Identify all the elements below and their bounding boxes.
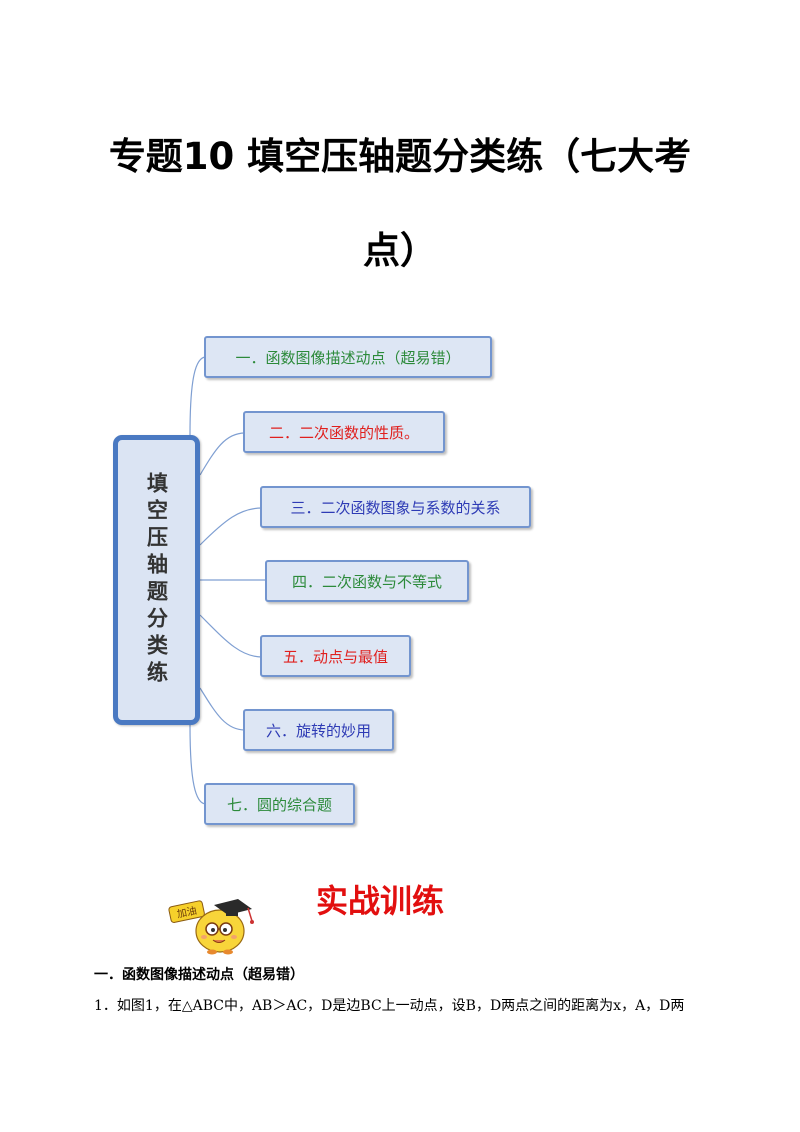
connector-5 — [199, 614, 263, 658]
branch-2-label: 二．二次函数的性质。 — [268, 423, 419, 442]
branch-7-label: 七．圆的综合题 — [226, 795, 332, 814]
branch-4-label: 四．二次函数与不等式 — [291, 572, 442, 591]
connector-2 — [199, 432, 246, 476]
connector-6 — [199, 687, 246, 731]
mind-map-root-label: 填空压轴题分类练 — [144, 472, 169, 688]
branch-5: 五．动点与最值 — [260, 635, 411, 677]
practice-heading: 实战训练 — [315, 882, 444, 920]
cheer-flag: 加油 — [168, 900, 205, 923]
page-title-line-2: 点） — [363, 229, 437, 272]
page-title-line-1: 专题10 填空压轴题分类练（七大考 — [108, 135, 692, 178]
branch-6: 六．旋转的妙用 — [243, 709, 394, 751]
branch-7: 七．圆的综合题 — [204, 783, 355, 825]
mind-map-connectors — [189, 356, 267, 805]
branch-3-label: 三．二次函数图象与系数的关系 — [290, 498, 501, 517]
section-heading: 一．函数图像描述动点（超易错） — [94, 967, 304, 983]
mind-map: 填空压轴题分类练 一．函数图像描述动点（超易错） 二．二次函数的性质。 三．二次… — [113, 336, 531, 825]
mind-map-root: 填空压轴题分类练 — [113, 435, 200, 725]
question-1-text: 1．如图1，在△ABC中，AB＞AC，D是边BC上一动点，设B，D两点之间的距离… — [94, 998, 685, 1014]
connector-1 — [189, 356, 207, 436]
branch-6-label: 六．旋转的妙用 — [265, 721, 371, 740]
cheering-chick-graduate-icon: 加油 — [168, 893, 260, 959]
mascot-caption: 加油 — [176, 904, 198, 921]
branch-1: 一．函数图像描述动点（超易错） — [204, 336, 492, 378]
branch-2: 二．二次函数的性质。 — [243, 411, 445, 453]
connector-7 — [189, 724, 207, 805]
branch-1-label: 一．函数图像描述动点（超易错） — [235, 348, 461, 367]
branch-3: 三．二次函数图象与系数的关系 — [260, 486, 531, 528]
connector-3 — [199, 507, 263, 546]
branch-5-label: 五．动点与最值 — [282, 647, 388, 666]
branch-4: 四．二次函数与不等式 — [265, 560, 469, 602]
